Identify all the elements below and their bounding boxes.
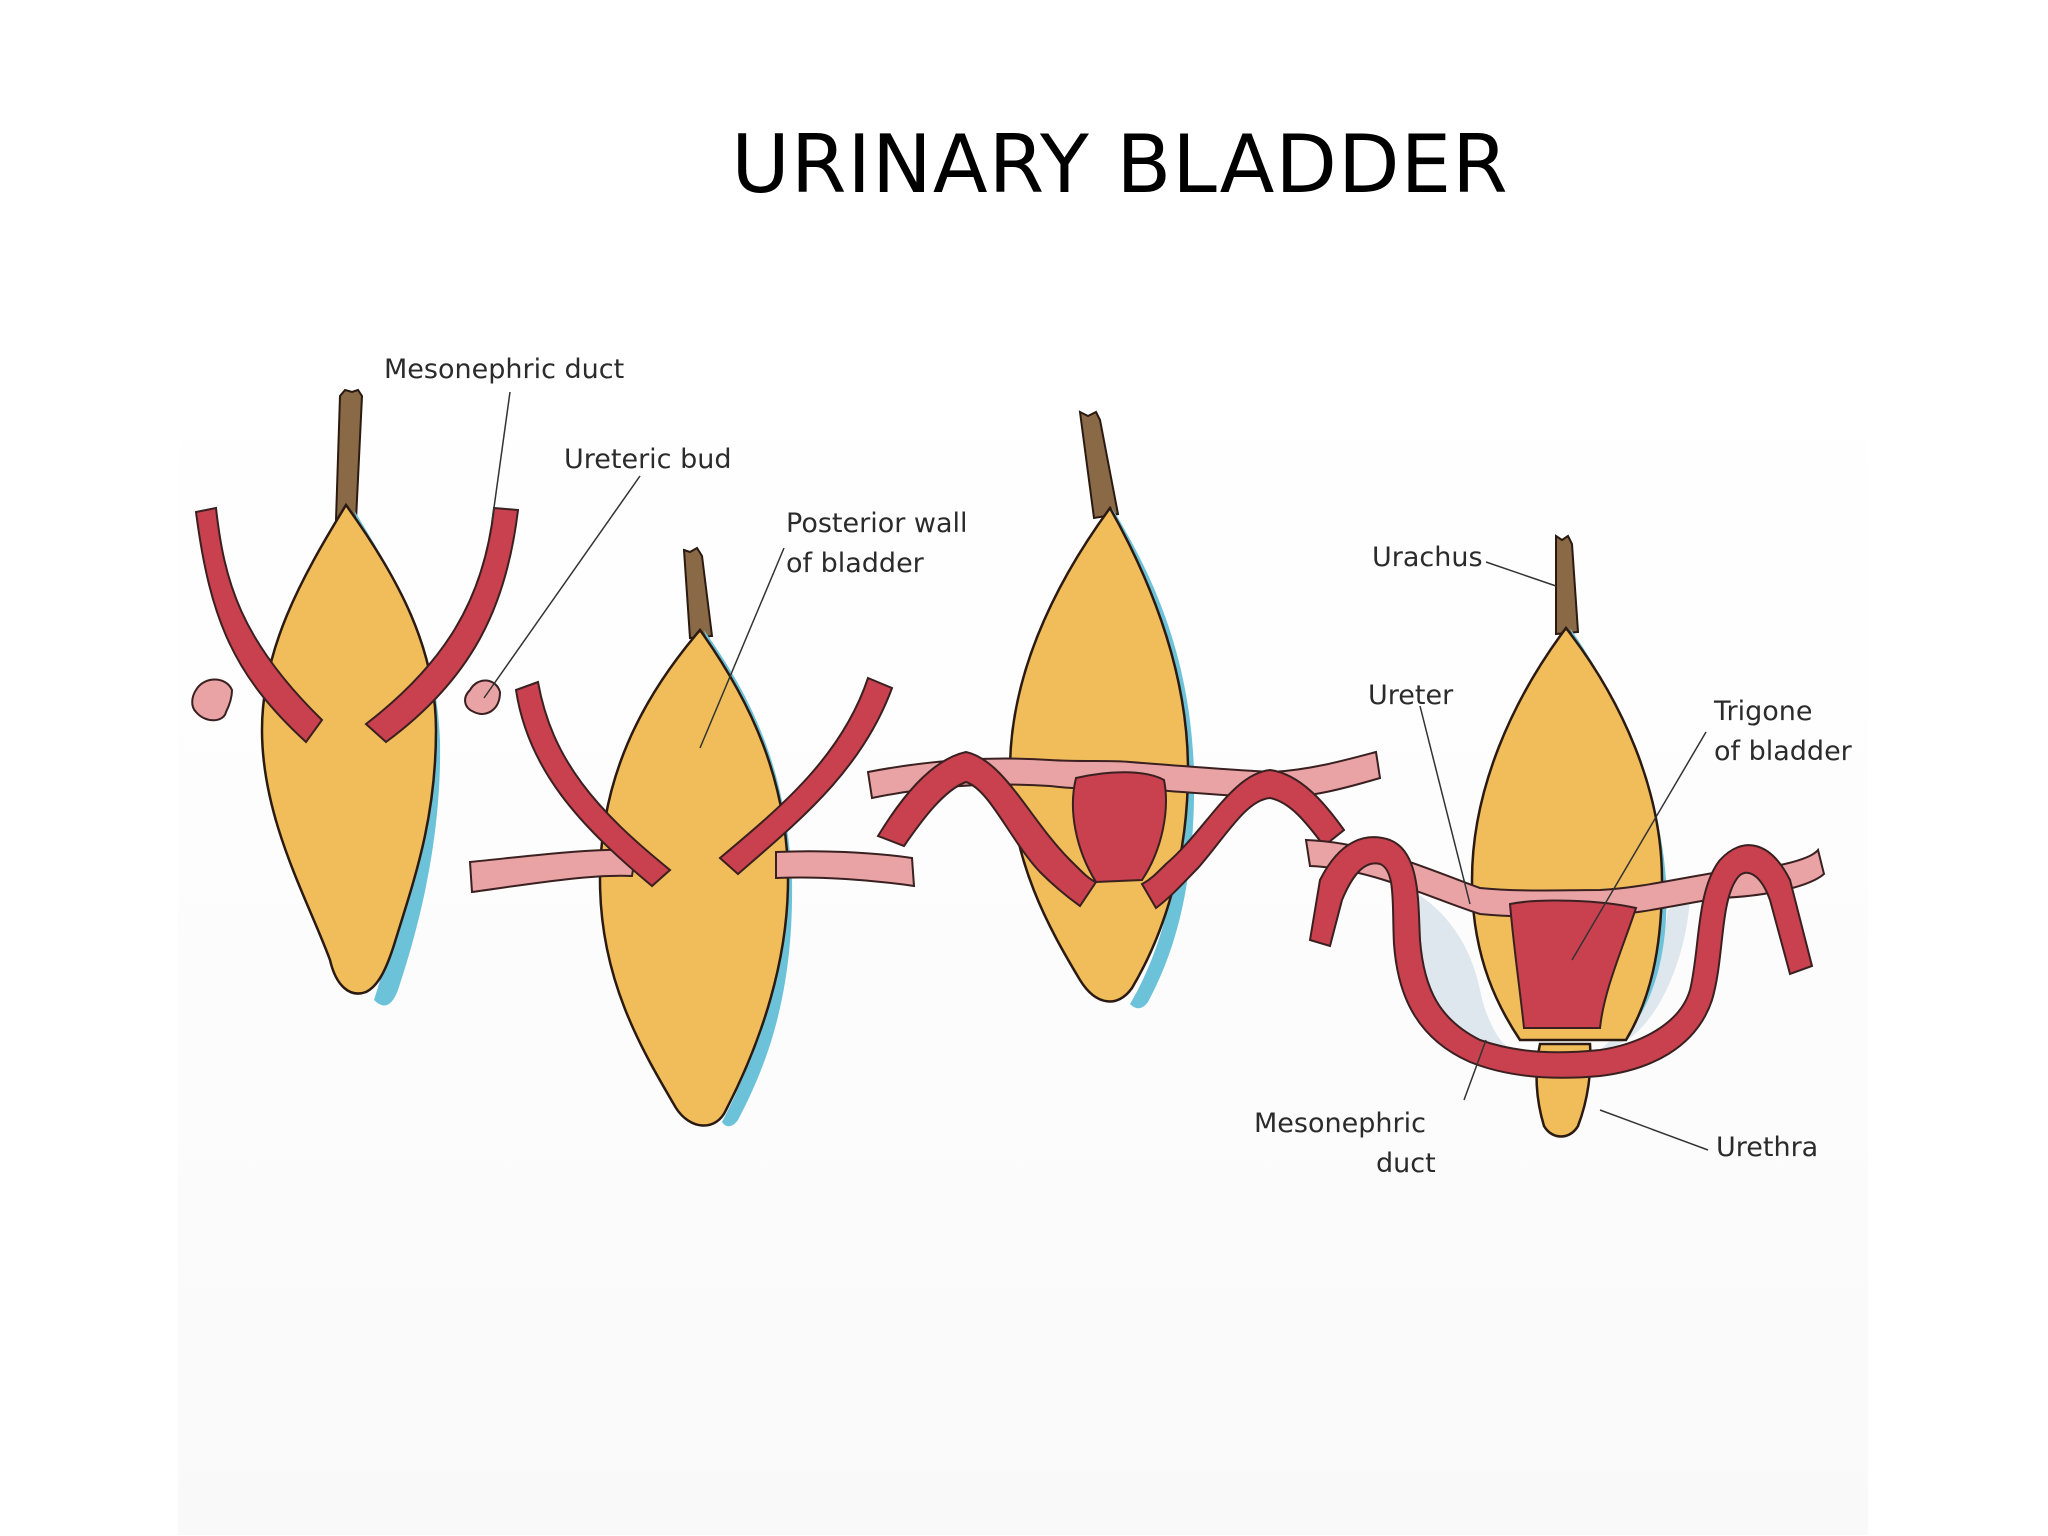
mesonephric-duct-left-1	[194, 506, 324, 744]
label-trigone-line1: Trigone	[1713, 696, 1813, 727]
mesonephric-duct-4	[1308, 836, 1814, 1079]
stage-3	[866, 410, 1382, 1009]
stage-2	[468, 546, 916, 1127]
slide-title: URINARY BLADDER	[731, 118, 1509, 211]
label-urachus: Urachus	[1372, 542, 1483, 573]
mesonephric-duct-left-2	[514, 680, 672, 888]
cavity-right-4	[1600, 896, 1690, 1050]
label-posterior-wall-line2: of bladder	[786, 548, 925, 579]
mesonephric-duct-left-3	[876, 750, 1098, 908]
mesonephric-duct-right-3	[1140, 768, 1346, 910]
trigone-3	[1071, 771, 1167, 884]
bladder-1	[260, 502, 438, 995]
urachus-2	[682, 546, 714, 640]
leader-lines	[483, 391, 1709, 1151]
stage-4	[1304, 534, 1826, 1138]
labels: Mesonephric duct Ureteric bud Posterior …	[384, 354, 1853, 1179]
bladder-3	[1008, 505, 1190, 1003]
urachus-3	[1078, 410, 1120, 520]
ureteric-bud-right	[464, 679, 502, 715]
ureteric-bud-left	[191, 678, 234, 722]
label-urethra: Urethra	[1716, 1132, 1818, 1163]
mesonephric-duct-right-1	[364, 506, 520, 744]
urachus-4	[1555, 534, 1580, 636]
label-mesonephric-bottom-line2: duct	[1376, 1148, 1436, 1179]
cavity-left-4	[1394, 882, 1510, 1048]
ureter-right-2	[775, 850, 916, 888]
ureter-left-2	[468, 848, 638, 894]
label-ureteric-bud: Ureteric bud	[564, 444, 732, 475]
ureter-4	[1304, 838, 1826, 918]
mesonephric-duct-right-2	[718, 676, 894, 876]
label-mesonephric-bottom-line1: Mesonephric	[1254, 1108, 1426, 1139]
label-ureter: Ureter	[1368, 680, 1454, 711]
urachus-1	[334, 388, 364, 521]
trigone-4	[1508, 899, 1638, 1029]
label-posterior-wall-line1: Posterior wall	[786, 508, 968, 539]
stage-1	[191, 388, 520, 1006]
label-mesonephric-duct-top: Mesonephric duct	[384, 354, 624, 385]
label-trigone-line2: of bladder	[1714, 736, 1853, 767]
